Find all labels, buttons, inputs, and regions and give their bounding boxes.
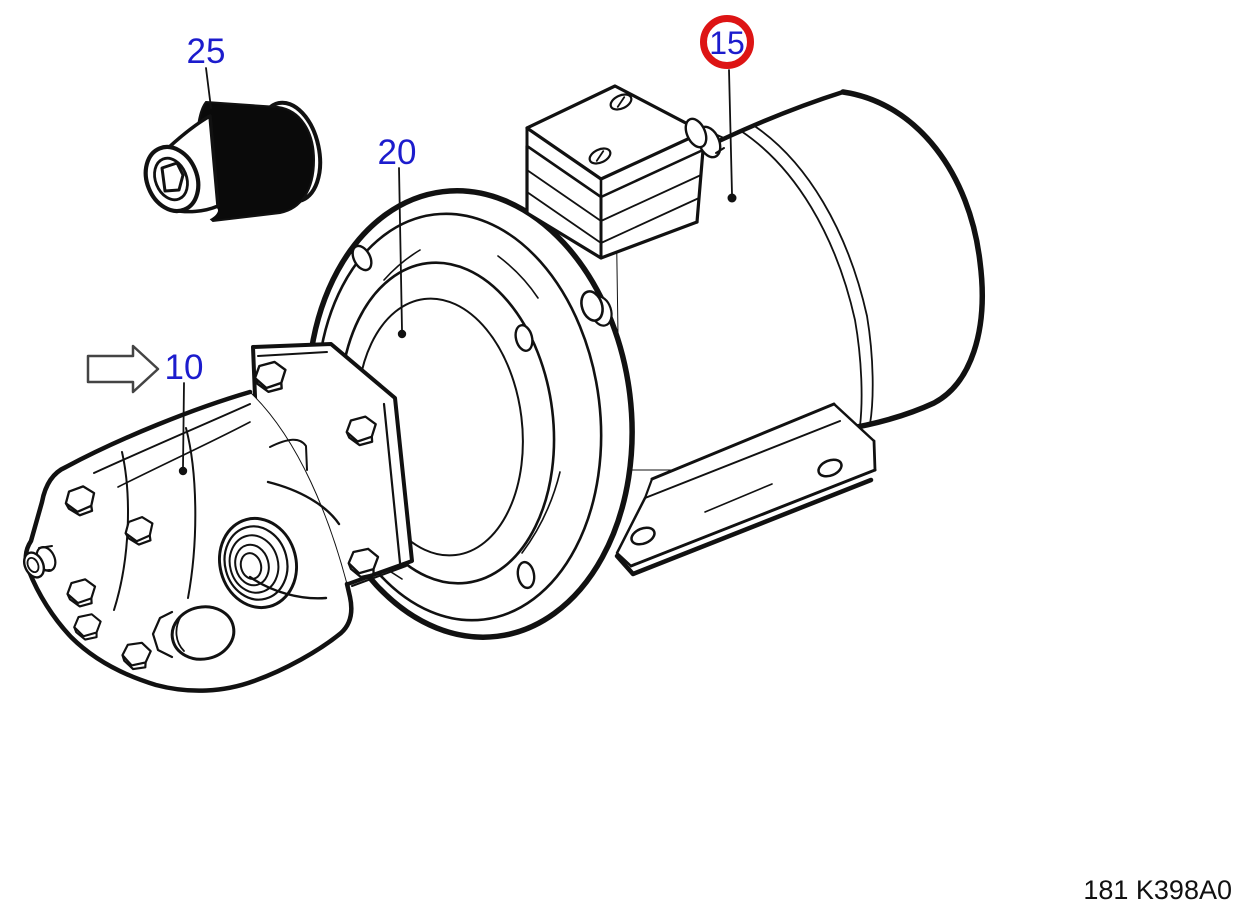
callout-label-15[interactable]: 15 <box>709 25 745 61</box>
callout-label-25[interactable]: 25 <box>187 32 226 71</box>
highlight-ring <box>700 15 754 69</box>
callout-label-10[interactable]: 10 <box>165 348 204 387</box>
callout-10: 10 <box>165 348 204 476</box>
leader-line <box>182 382 185 468</box>
motor-terminal-box <box>525 84 727 260</box>
callout-25: 25 <box>187 32 226 109</box>
flange-bolt-hole <box>351 244 373 272</box>
electric-motor-drawing <box>614 89 985 471</box>
callout-20: 20 <box>378 133 417 339</box>
flange-bolt-hole <box>514 324 534 352</box>
flange-bolt-hole <box>516 560 536 590</box>
pump-port <box>217 516 299 610</box>
leader-dot <box>397 329 407 339</box>
leader-line <box>398 167 403 331</box>
callout-label-20[interactable]: 20 <box>378 133 417 172</box>
pump-side-fitting <box>22 545 57 579</box>
terminal-box-screw <box>588 147 612 165</box>
terminal-box-screw <box>609 93 633 111</box>
flow-direction-arrow-icon <box>86 344 160 394</box>
cable-gland <box>684 117 727 159</box>
coupling-keyway-bore <box>160 161 185 193</box>
drawing-code-label: 181 K398A0 <box>1083 875 1232 905</box>
shaft-coupling-drawing <box>143 100 323 223</box>
leader-line <box>205 67 212 109</box>
gear-pump-drawing <box>22 389 354 693</box>
leader-dot <box>727 193 737 203</box>
motor-mounting-foot <box>614 402 877 577</box>
leader-dot <box>178 466 188 476</box>
pump-dome-plug <box>151 605 236 661</box>
callout-15: 15 <box>700 15 754 203</box>
leader-line <box>728 69 733 195</box>
